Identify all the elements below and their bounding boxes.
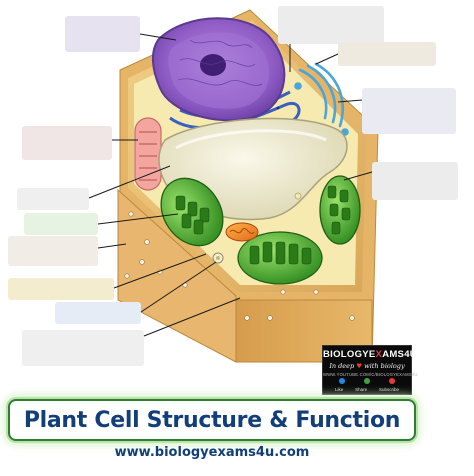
label-box-5	[372, 162, 458, 200]
like-icon[interactable]	[338, 378, 345, 384]
vesicles	[212, 192, 302, 264]
nucleolus	[200, 54, 226, 76]
label-box-10	[8, 278, 114, 300]
label-box-9	[8, 236, 98, 266]
nucleus	[152, 17, 286, 122]
label-box-8	[24, 213, 98, 235]
diagram-title: Plant Cell Structure & Function	[23, 407, 401, 433]
label-box-12	[22, 330, 144, 366]
label-box-6	[22, 126, 112, 160]
logo-tagline: In deep ♥ with biology	[329, 362, 405, 370]
share-label: Share	[355, 387, 368, 392]
subscribe-label: Subscribe	[379, 387, 400, 392]
subscribe-icon[interactable]	[389, 378, 396, 384]
label-placeholders	[8, 6, 458, 366]
heart-icon: ♥	[356, 362, 363, 370]
mitochondrion-left	[134, 117, 162, 191]
mitochondrion-center	[225, 222, 259, 242]
label-box-3	[338, 42, 436, 66]
chloroplast-bottom	[237, 231, 323, 285]
like-label: Like	[334, 387, 344, 392]
label-box-2	[278, 6, 384, 44]
title-banner: Plant Cell Structure & Function	[8, 399, 416, 441]
leader-lines	[88, 33, 373, 337]
label-box-7	[17, 188, 89, 210]
biologyexams4u-logo[interactable]: BIOLOGYEXAMS4U In deep ♥ with biology WW…	[322, 345, 418, 395]
plasmodesmata	[124, 211, 361, 351]
label-box-4	[362, 88, 456, 134]
label-box-1	[65, 16, 140, 52]
chloroplast-right	[319, 175, 361, 245]
label-box-11	[55, 302, 141, 324]
chloroplast-left	[160, 177, 224, 247]
logo-brand: BIOLOGYEXAMS4U	[323, 349, 417, 360]
website-url[interactable]: www.biologyexams4u.com	[114, 445, 310, 460]
logo-channel-url: WWW.YOUTUBE.COM/C/BIOLOGYEXAMS4U	[323, 372, 418, 377]
share-icon[interactable]	[363, 378, 370, 384]
golgi-apparatus	[294, 62, 349, 136]
